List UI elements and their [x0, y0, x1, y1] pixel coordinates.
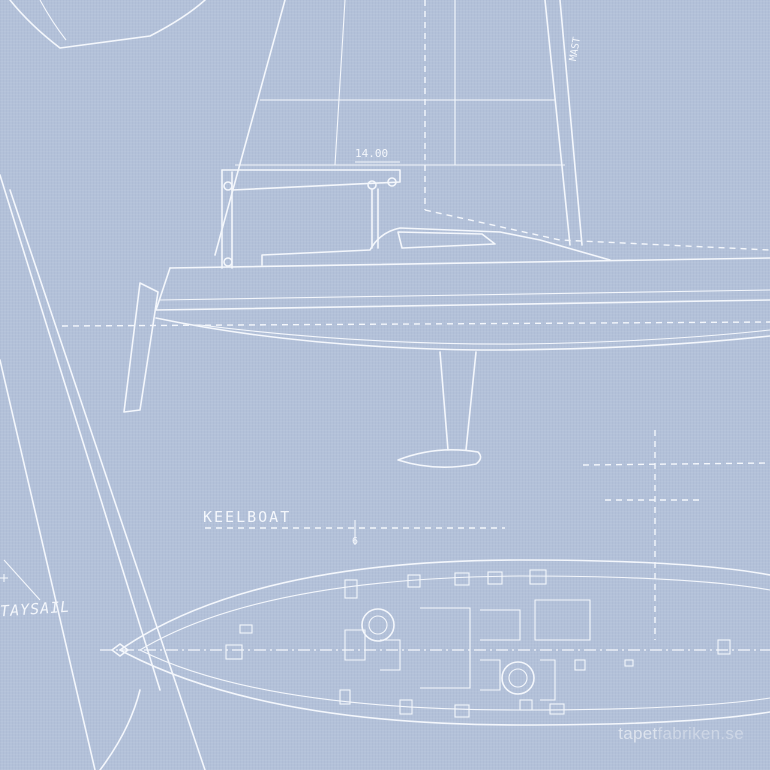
watermark-part2: fabriken.se — [657, 724, 744, 743]
crosshair-marker — [582, 430, 770, 640]
keelboat-hull-profile — [155, 227, 770, 351]
deck-plan-top-view — [100, 559, 770, 726]
keel — [397, 351, 482, 468]
keelboat-label: KEELBOAT — [203, 508, 292, 526]
watermark-part1: tapet — [618, 724, 658, 743]
watermark: tapetfabriken.se — [618, 724, 744, 744]
mainsail — [214, 0, 583, 256]
dimension-label: 14.00 — [355, 147, 389, 160]
rudder — [123, 282, 159, 413]
upper-left-hull-outline — [9, 0, 206, 49]
waterline — [61, 321, 770, 327]
dimension-mark: 6 — [352, 536, 359, 547]
staysail-rigging — [0, 174, 206, 770]
cockpit-rigging — [221, 169, 401, 269]
